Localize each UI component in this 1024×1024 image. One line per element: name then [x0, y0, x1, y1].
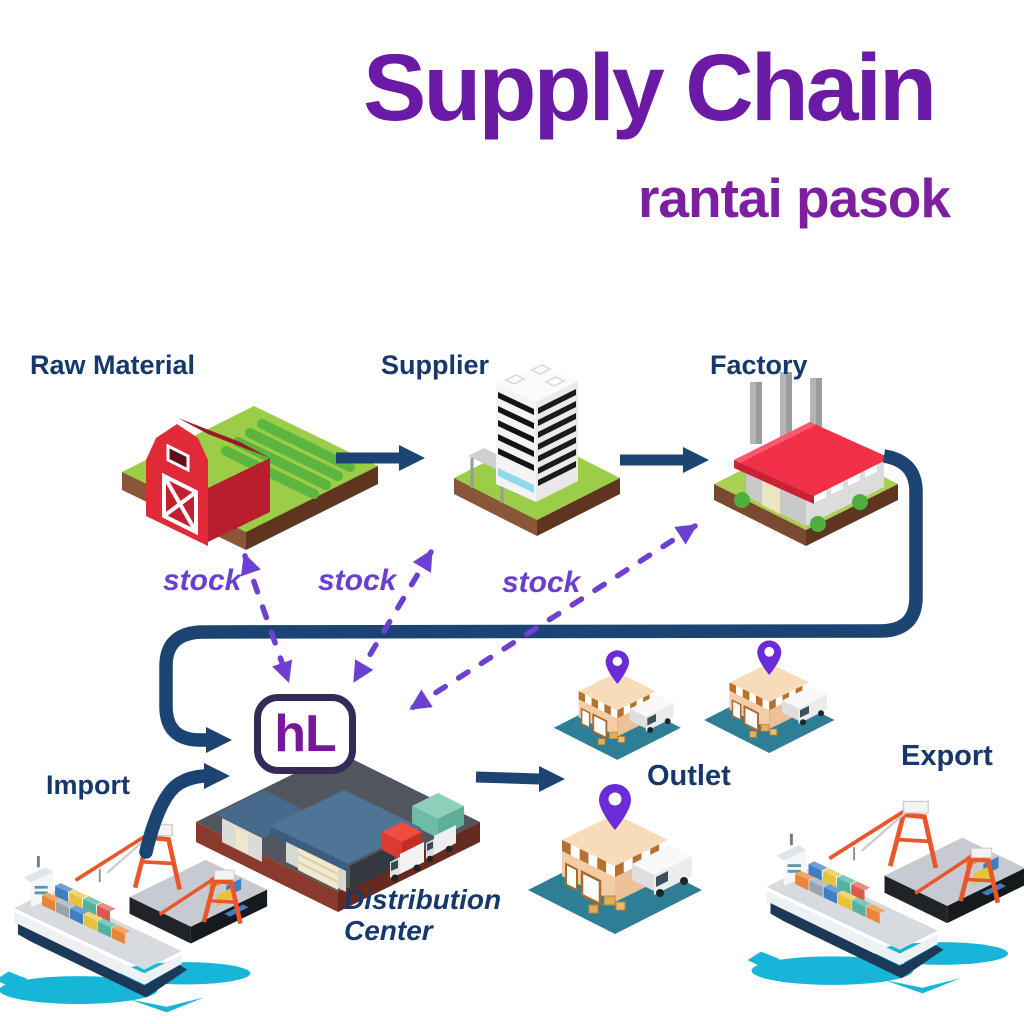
supplier-label: Supplier — [381, 350, 490, 380]
arrow-supplier-to-factory — [620, 447, 709, 473]
distribution-center-label: Distribution Center — [344, 884, 502, 947]
page-subtitle: rantai pasok — [637, 167, 951, 229]
arrow-raw-material-to-supplier — [336, 445, 425, 471]
stock-label-3: stock — [502, 566, 581, 599]
flow-connectors — [139, 445, 923, 859]
supplier-illustration — [454, 364, 620, 536]
export-ship-illustration — [748, 802, 1024, 994]
delivery-trucks — [390, 825, 456, 882]
arrow-import-to-dc — [139, 763, 230, 859]
stock-label-1: stock — [163, 564, 242, 597]
outlet-shop-large — [526, 782, 704, 936]
stock-label-2: stock — [318, 564, 397, 597]
import-label: Import — [46, 770, 130, 800]
distribution-center-illustration — [196, 752, 480, 912]
stock-arrows — [240, 523, 698, 711]
stock-arrow-dc-factory — [409, 523, 698, 711]
outlet-shop-small-1 — [552, 649, 682, 761]
outlet-label: Outlet — [647, 760, 731, 792]
stock-arrow-dc-raw-material — [240, 553, 293, 683]
outlet-shop-small-2 — [702, 639, 836, 755]
hl-logo-badge: hL — [254, 694, 356, 774]
page-title: Supply Chain — [363, 35, 937, 141]
raw-material-illustration — [122, 406, 378, 550]
arrow-factory-to-dc — [159, 449, 923, 753]
factory-label: Factory — [710, 350, 808, 380]
export-label: Export — [901, 740, 993, 772]
arrow-dc-to-outlet — [475, 766, 565, 792]
raw-material-label: Raw Material — [30, 350, 196, 380]
factory-illustration — [714, 372, 898, 546]
